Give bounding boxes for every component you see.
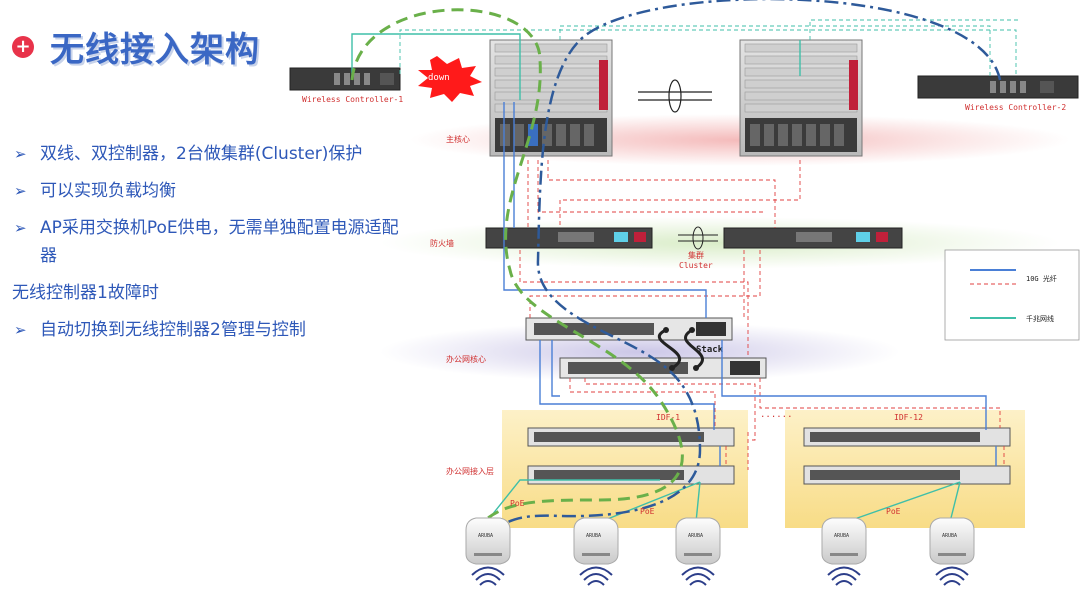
- access-switch-idf12-1: [803, 427, 1011, 447]
- access-point-5: ARUBA: [929, 517, 975, 565]
- aruba-logo: ARUBA: [942, 533, 957, 539]
- aruba-logo: ARUBA: [688, 533, 703, 539]
- office-core-zone: [380, 322, 900, 382]
- stack-port: [663, 327, 669, 333]
- wc2-label: Wireless Controller-2: [965, 103, 1066, 112]
- stack-label: Stack: [696, 345, 724, 355]
- stack-port: [669, 365, 675, 371]
- access-switch-idf1-2: [527, 465, 735, 485]
- legend-label: 10G 光纤: [1026, 274, 1057, 283]
- dots-label: ......: [760, 410, 793, 420]
- arrow-right-icon: ➢: [14, 182, 27, 200]
- idf12-label: IDF-12: [894, 413, 923, 422]
- plus-icon: +: [12, 35, 34, 58]
- aruba-logo: ARUBA: [834, 533, 849, 539]
- stack-port: [689, 327, 695, 333]
- red-dashed-links: [519, 160, 1005, 470]
- access-point-4: ARUBA: [821, 517, 867, 565]
- wifi-icon: [579, 566, 613, 586]
- title-area: + 无线接入架构: [12, 22, 260, 71]
- firewall-link-symbol: [678, 226, 718, 250]
- office-core-label: 办公网核心: [446, 354, 486, 364]
- aruba-logo: ARUBA: [478, 533, 493, 539]
- access-switch-idf1-1: [527, 427, 735, 447]
- firewall-2: [723, 227, 903, 249]
- aruba-logo: ARUBA: [586, 533, 601, 539]
- fiber-links: [503, 102, 997, 466]
- office-core-switch-2: [559, 357, 767, 379]
- core-switch-2: [739, 39, 863, 157]
- bullet-item: ➢自动切换到无线控制器2管理与控制: [14, 320, 306, 340]
- firewall-label: 防火墙: [430, 238, 454, 248]
- core-label: 主核心: [446, 134, 470, 144]
- green-dashed-path: [350, 8, 684, 529]
- wifi-icon: [471, 566, 505, 586]
- access-label: 办公网接入层: [446, 466, 494, 476]
- teal-thin-dashed-links: [399, 19, 1020, 76]
- wireless-controller-2: [917, 75, 1079, 99]
- legend: 10G 光纤 千兆网线: [944, 249, 1080, 341]
- arrow-right-icon: ➢: [14, 145, 27, 163]
- legend-label: 千兆网线: [1026, 314, 1054, 323]
- access-point-2: ARUBA: [573, 517, 619, 565]
- down-label: down: [428, 73, 450, 83]
- idf1-label: IDF-1: [656, 413, 680, 422]
- core-link-symbol: [638, 79, 712, 113]
- cluster-cn-label: 集群: [688, 250, 704, 260]
- poe-label: PoE: [640, 507, 655, 516]
- bullet-item: ➢AP采用交换机PoE供电，无需单独配置电源适配: [14, 218, 399, 238]
- poe-label: PoE: [510, 499, 525, 508]
- bullet-item-continuation: 器: [40, 246, 57, 266]
- poe-label: PoE: [886, 507, 901, 516]
- wireless-controller-1: [289, 67, 401, 91]
- failure-heading: 无线控制器1故障时: [12, 283, 159, 303]
- down-burst-icon: [418, 56, 482, 102]
- stack-port: [693, 365, 699, 371]
- bullet-item: ➢双线、双控制器，2台做集群(Cluster)保护: [14, 144, 363, 164]
- firewall-1: [485, 227, 653, 249]
- bullet-list: ➢双线、双控制器，2台做集群(Cluster)保护 ➢可以实现负载均衡 ➢AP采…: [12, 142, 434, 355]
- wifi-icon: [827, 566, 861, 586]
- page-title: 无线接入架构: [50, 30, 260, 70]
- stack-cable: [657, 328, 704, 370]
- office-core-switch-1: [525, 317, 733, 341]
- access-point-1: ARUBA: [465, 517, 511, 565]
- access-point-3: ARUBA: [675, 517, 721, 565]
- wc1-label: Wireless Controller-1: [302, 95, 403, 104]
- arrow-right-icon: ➢: [14, 321, 27, 339]
- access-switch-idf12-2: [803, 465, 1011, 485]
- blue-dashdot-path: [488, 0, 1002, 541]
- wifi-icon: [935, 566, 969, 586]
- arrow-right-icon: ➢: [14, 219, 27, 237]
- bullet-item: ➢可以实现负载均衡: [14, 181, 176, 201]
- cluster-en-label: Cluster: [679, 261, 713, 270]
- wifi-icon: [681, 566, 715, 586]
